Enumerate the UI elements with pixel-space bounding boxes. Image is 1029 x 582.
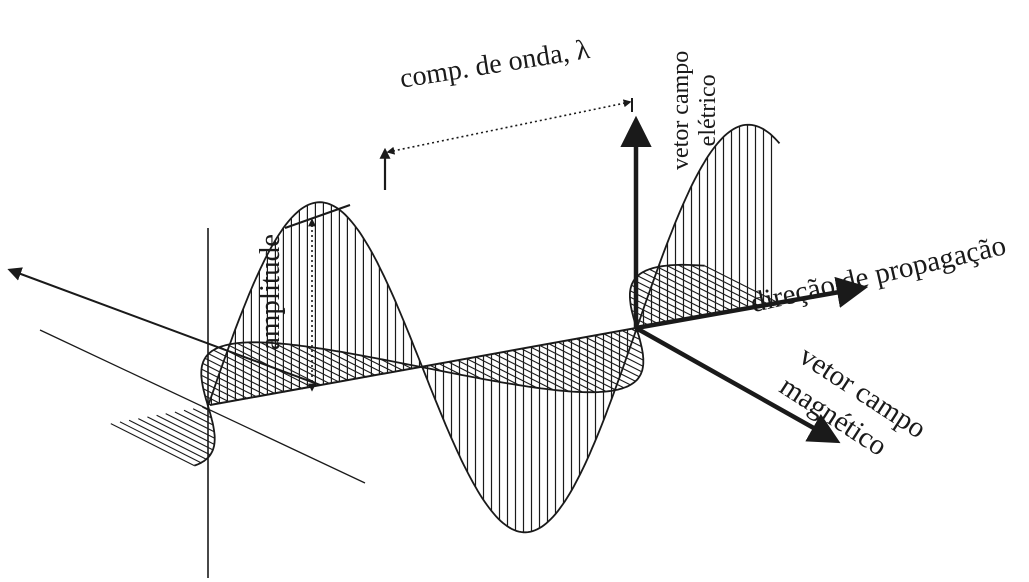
electric-wave-hatching [210, 124, 773, 533]
electric-field-label: vetor campo elétrico [668, 51, 722, 170]
diagonal-reference-line [39, 329, 366, 484]
magnetic-hatch-line [201, 368, 258, 398]
magnetic-hatch-line [204, 395, 221, 405]
propagation-axis-line [209, 327, 637, 406]
magnetic-field-arrow [634, 326, 841, 444]
magnetic-hatch-line [448, 361, 482, 380]
magnetic-hatch-line [183, 409, 214, 426]
propagation-arrow [635, 276, 869, 331]
amplitude-label: amplitude [254, 234, 286, 350]
magnetic-hatch-line [204, 357, 276, 395]
magnetic-hatch-line [586, 337, 644, 367]
magnetic-hatch-line [380, 358, 404, 372]
magnetic-hatch-line [119, 421, 202, 464]
magnetic-hatch-line [476, 356, 538, 389]
magnetic-hatch-line [666, 265, 752, 309]
electric-field-label-line1: vetor campo [668, 50, 694, 170]
magnetic-hatch-line [485, 355, 554, 391]
magnetic-hatch-line [147, 416, 214, 451]
magnetic-hatch-line [531, 347, 617, 391]
magnetic-hatch-line [201, 381, 240, 401]
magnetic-hatch-line [192, 408, 212, 419]
magnetic-hatch-line [360, 354, 395, 373]
magnetic-wave-outline [194, 263, 705, 467]
magnetic-hatch-line [512, 350, 596, 393]
magnetic-hatch-line [503, 352, 583, 393]
amplitude-top-bar [284, 204, 351, 229]
magnetic-hatch-line [522, 348, 607, 392]
magnetic-hatch-line [247, 341, 331, 385]
magnetic-wave-hatching [110, 264, 779, 467]
magnetic-hatch-line [458, 360, 502, 383]
magnetic-hatch-line [203, 388, 230, 403]
magnetic-hatch-line [138, 418, 211, 456]
electric-field-label-line2: elétrico [694, 74, 721, 147]
magnetic-hatch-line [202, 362, 267, 396]
magnetic-hatch-line [467, 358, 520, 386]
magnetic-hatch-line [128, 419, 207, 460]
magnetic-hatch-line [540, 345, 625, 389]
magnetic-hatch-line [110, 423, 195, 467]
magnetic-hatch-line [174, 411, 215, 433]
magnetic-hatch-line [208, 353, 285, 393]
magnetic-hatch-line [156, 414, 215, 445]
magnetic-hatch-line [201, 374, 249, 400]
magnetic-hatch-line [633, 279, 706, 317]
wavelength-dotted-line [386, 99, 632, 155]
magnetic-hatch-line [202, 406, 210, 412]
magnetic-hatch-line [165, 413, 215, 439]
magnetic-hatch-line [631, 284, 697, 319]
magnetic-hatch-line [558, 342, 636, 382]
electric-wave-outline [207, 123, 781, 534]
magnetic-hatch-line [622, 330, 641, 340]
backward-axis-arrow [7, 267, 321, 386]
magnetic-hatch-line [704, 265, 779, 304]
magnetic-hatch-line [629, 290, 688, 320]
